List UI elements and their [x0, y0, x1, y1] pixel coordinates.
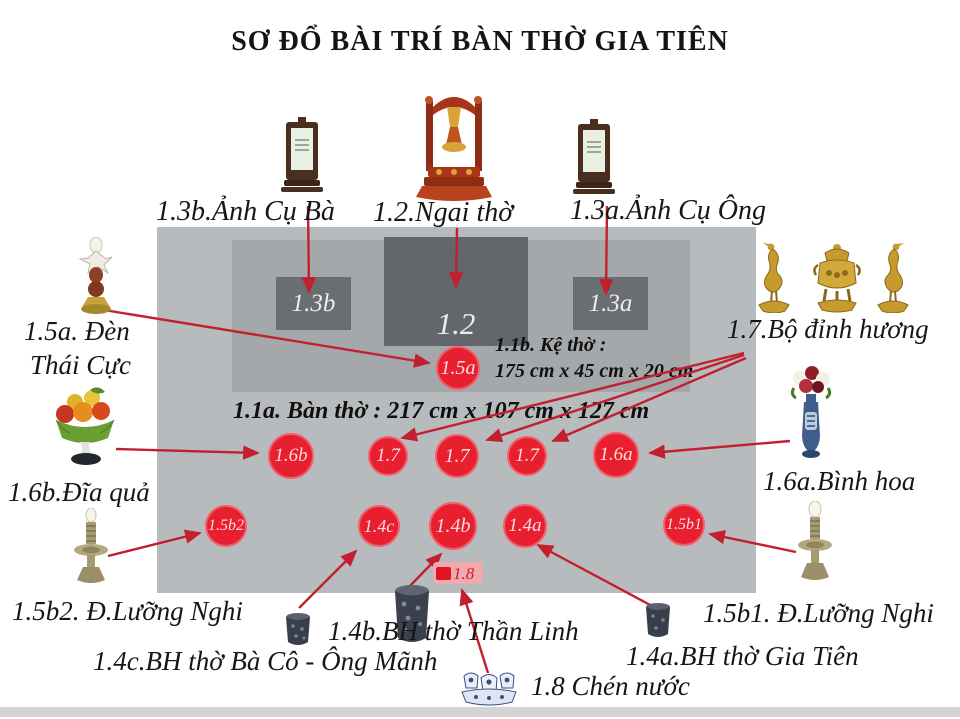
- marker-15a: 1.5a: [436, 346, 480, 390]
- label-dinh-huong: 1.7.Bộ đỉnh hương: [727, 314, 929, 344]
- arrow-candle-to-15b1: [708, 530, 797, 554]
- marker-15a-label: 1.5a: [440, 356, 476, 379]
- marker-17-center-label: 1.7: [444, 444, 470, 467]
- arrow-censer-to-17-right: [551, 356, 747, 443]
- label-luong-nghi-1: 1.5b1. Đ.Lưỡng Nghi: [703, 598, 934, 628]
- luong-nghi-candle-right-image: [798, 501, 832, 580]
- marker-14c: 1.4c: [358, 505, 400, 547]
- label-bh-gia-tien: 1.4a.BH thờ Gia Tiên: [626, 641, 859, 671]
- crane-statue-right-image: [877, 243, 909, 313]
- label-thai-cuc-line2: Thái Cực: [30, 350, 131, 380]
- fruit-tray-image: [55, 387, 115, 465]
- marker-16a-label: 1.6a: [599, 444, 633, 465]
- grandpa-photo-frame-image: [573, 119, 615, 194]
- crane-statue-left-image: [758, 243, 790, 313]
- arrow-13b: [301, 205, 317, 294]
- marker-14c-label: 1.4c: [363, 515, 395, 536]
- marker-16b-label: 1.6b: [274, 445, 308, 466]
- box-13b-label: 1.3b: [291, 289, 336, 317]
- marker-14b-label: 1.4b: [435, 514, 471, 537]
- arrow-pot-to-14a: [536, 543, 655, 609]
- throne-image: [416, 96, 492, 201]
- marker-18-label: 1.8: [453, 563, 475, 583]
- arrow-vase-to-16a: [648, 439, 791, 459]
- label-thai-cuc-line1: 1.5a. Đèn: [24, 316, 130, 346]
- grandma-photo-frame-image: [281, 117, 323, 192]
- arrow-cups-to-18: [459, 588, 490, 674]
- incense-pot-left-image: [286, 613, 310, 645]
- marker-15b1: 1.5b1: [663, 504, 705, 546]
- label-dia-qua: 1.6b.Đĩa quả: [8, 477, 150, 507]
- incense-pot-right-image: [646, 603, 670, 637]
- label-luong-nghi-2: 1.5b2. Đ.Lưỡng Nghi: [12, 596, 243, 626]
- marker-15b1-label: 1.5b1: [666, 516, 702, 533]
- table-dimensions: 1.1a. Bàn thờ : 217 cm x 107 cm x 127 cm: [233, 398, 650, 424]
- marker-14b: 1.4b: [429, 502, 477, 550]
- luong-nghi-candle-left-image: [74, 508, 108, 583]
- marker-17-left: 1.7: [368, 436, 408, 476]
- marker-17-right-label: 1.7: [515, 445, 539, 466]
- arrow-bowl-to-14b: [405, 552, 443, 591]
- incense-burner-image: [813, 244, 861, 313]
- label-binh-hoa: 1.6a.Bình hoa: [763, 466, 916, 496]
- arrow-13a: [598, 205, 614, 296]
- bottom-divider: [0, 707, 960, 717]
- marker-16a: 1.6a: [593, 432, 639, 478]
- arrow-12: [449, 227, 464, 289]
- marker-17-left-label: 1.7: [376, 445, 400, 466]
- water-cups-image: [461, 672, 517, 706]
- marker-18: 1.8: [433, 562, 483, 584]
- label-bh-than-linh: 1.4b.BH thờ Thần Linh: [328, 616, 579, 646]
- arrow-lamp-to-15a: [103, 308, 431, 368]
- marker-14a-label: 1.4a: [508, 515, 542, 536]
- photo-position-box-13b: 1.3b: [276, 277, 351, 330]
- marker-16b: 1.6b: [268, 433, 314, 479]
- flower-vase-image: [790, 366, 832, 458]
- label-photo-grandpa: 1.3a.Ảnh Cụ Ông: [570, 195, 766, 226]
- thai-cuc-lamp-image: [78, 237, 113, 314]
- marker-17-center: 1.7: [435, 434, 479, 478]
- label-throne: 1.2.Ngai thờ: [373, 197, 514, 228]
- incense-bowl-center-image: [395, 585, 429, 642]
- shelf-dimensions-value: 175 cm x 45 cm x 20 cm: [495, 360, 694, 382]
- marker-18-square-icon: [436, 566, 451, 580]
- arrow-censer-to-17-left: [400, 351, 745, 442]
- label-photo-grandma: 1.3b.Ảnh Cụ Bà: [156, 196, 335, 227]
- marker-14a: 1.4a: [503, 504, 547, 548]
- label-chen-nuoc: 1.8 Chén nước: [531, 671, 690, 701]
- marker-15b2-label: 1.5b2: [208, 517, 244, 534]
- arrow-censer-to-17-center: [485, 353, 745, 443]
- marker-15b2: 1.5b2: [205, 505, 247, 547]
- arrow-candle-to-15b2: [107, 529, 202, 558]
- page-title: SƠ ĐỔ BÀI TRÍ BÀN THỜ GIA TIÊN: [231, 26, 729, 57]
- marker-17-right: 1.7: [507, 436, 547, 476]
- arrow-pot-to-14c: [298, 549, 358, 609]
- shelf-dimensions-title: 1.1b. Kệ thờ :: [495, 334, 607, 356]
- box-12-label: 1.2: [436, 306, 476, 341]
- arrow-fruit-to-16b: [115, 445, 260, 460]
- label-bh-ba-co: 1.4c.BH thờ Bà Cô - Ông Mãnh: [93, 646, 438, 676]
